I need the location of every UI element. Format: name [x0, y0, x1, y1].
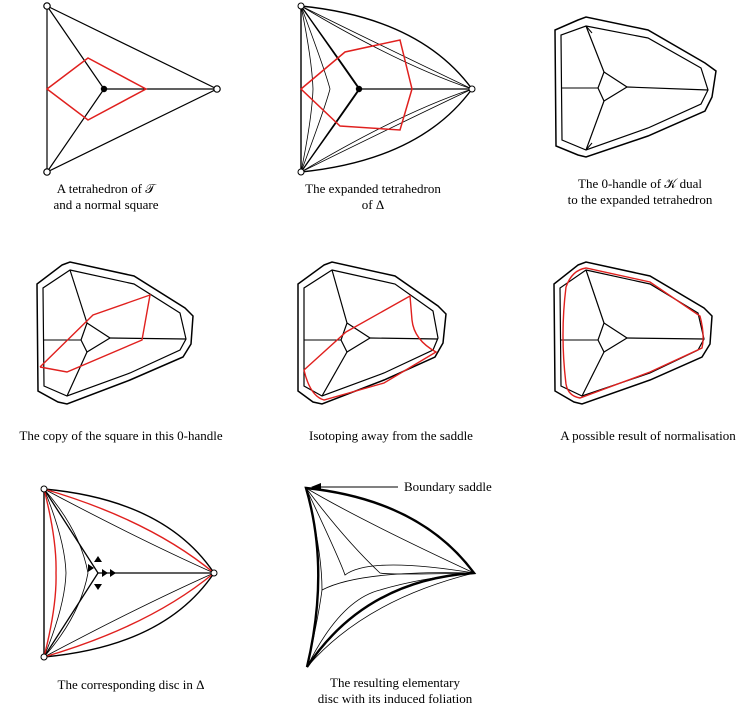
expanded-tetrahedron-panel — [297, 2, 476, 176]
elementary-disc-panel — [304, 483, 477, 668]
boundary-saddle-label: Boundary saddle — [404, 479, 492, 494]
normalisation-panel — [553, 261, 713, 405]
corresponding-disc-panel — [40, 485, 218, 661]
caption-expanded-tetrahedron: The expanded tetrahedron of Δ — [305, 181, 441, 212]
vertex-right — [213, 85, 221, 93]
expanded-outer-top — [300, 5, 473, 90]
center-vertex — [100, 85, 108, 93]
caption-zero-handle: The 0-handle of 𝒦 dual to the expanded t… — [567, 176, 713, 207]
zero-handle-core — [597, 71, 629, 102]
expanded-square — [299, 39, 413, 131]
caption-square-copy: The copy of the square in this 0-handle — [19, 428, 223, 443]
tetrahedron-edge-bottom — [46, 88, 105, 173]
expanded-center-vertex — [355, 85, 363, 93]
disc-red-bottom — [43, 572, 215, 658]
isotoped-red — [303, 294, 438, 401]
tetrahedron-panel — [43, 2, 221, 176]
elementary-disc-outline — [304, 486, 477, 668]
caption-corresponding-disc: The corresponding disc in Δ — [57, 677, 205, 692]
caption-tetrahedron: A tetrahedron of 𝒯 and a normal square — [53, 181, 159, 212]
expanded-outer-bottom — [300, 88, 473, 173]
caption-elementary-disc: The resulting elementary disc with its i… — [317, 675, 473, 706]
disc-red-top — [43, 488, 215, 574]
zero-handle-panel — [554, 16, 717, 158]
square-copy-panel — [36, 261, 194, 405]
caption-normalisation: A possible result of normalisation — [560, 428, 736, 443]
normalised-red — [562, 267, 704, 399]
vertex-top — [43, 2, 51, 10]
square-copy-red — [39, 293, 151, 373]
isotoping-panel — [297, 261, 447, 405]
vertex-bottom — [43, 168, 51, 176]
disc-red-left — [43, 488, 57, 658]
tetrahedron-edge-top — [46, 5, 105, 90]
normal-square — [45, 57, 148, 121]
caption-isotoping: Isotoping away from the saddle — [309, 428, 473, 443]
